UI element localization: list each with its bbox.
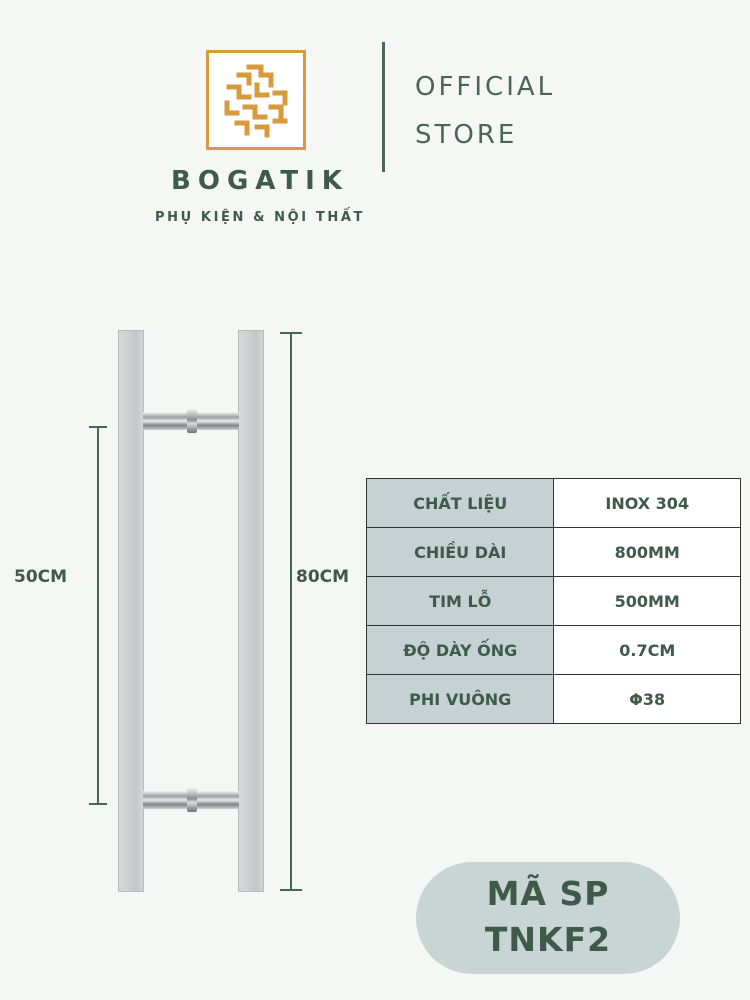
spec-label: CHIỀU DÀI [365,527,555,577]
spec-row: PHI VUÔNG Φ38 [365,674,741,724]
brand-name: BOGATIK [171,166,349,196]
store-label-line2: STORE [415,120,518,150]
handle-bar-right [238,330,264,892]
spec-label: CHẤT LIỆU [365,478,555,528]
spec-label: TIM LỖ [365,576,555,626]
brand-logo [206,50,306,150]
spec-table: CHẤT LIỆU INOX 304 CHIỀU DÀI 800MM TIM L… [365,478,741,724]
spec-label: PHI VUÔNG [365,674,555,724]
hole-distance-label: 50CM [14,567,68,587]
header-divider [382,42,385,172]
spec-row: ĐỘ DÀY ỐNG 0.7CM [365,625,741,675]
spec-label: ĐỘ DÀY ỐNG [365,625,555,675]
handle-connector-bottom [143,788,239,812]
spec-row: CHẤT LIỆU INOX 304 [365,478,741,528]
spec-value: Φ38 [553,674,741,724]
product-code-badge: MÃ SP TNKF2 [416,862,680,974]
spec-row: CHIỀU DÀI 800MM [365,527,741,577]
maze-logo-icon [224,64,288,138]
brand-subtitle: PHỤ KIỆN & NỘI THẤT [155,210,365,225]
handle-bar-left [118,330,144,892]
product-code-value: TNKF2 [484,920,612,959]
spec-value: 800MM [553,527,741,577]
spec-value: 0.7CM [553,625,741,675]
spec-value: INOX 304 [553,478,741,528]
handle-connector-top [143,409,239,433]
spec-value: 500MM [553,576,741,626]
spec-row: TIM LỖ 500MM [365,576,741,626]
store-label-line1: OFFICIAL [415,72,556,102]
product-code-label: MÃ SP [486,874,610,913]
total-length-label: 80CM [296,567,350,587]
